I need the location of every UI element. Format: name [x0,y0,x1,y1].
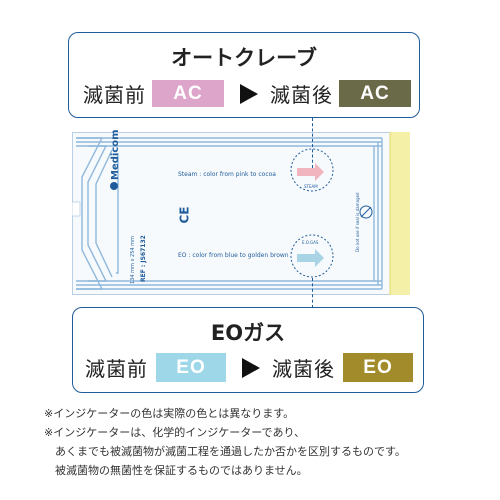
footnotes: ※インジケーターの色は実際の色とは異なります。 ※インジケーターは、化学的インジ… [44,404,406,480]
pouch-steam-tag: STEAM [304,184,318,189]
autoclave-title: オートクレーブ [171,46,317,70]
autoclave-before-chip: AC [152,80,224,107]
steam-indicator-mark [297,163,324,181]
pouch-size: 134 mm x 254 mm [130,236,136,284]
eo-gas-panel: EOガス 滅菌前 EO 滅菌後 EO [72,307,424,393]
eo-indicator-mark [297,249,324,267]
medicom-logo-icon [110,182,118,190]
eo-indicator-row: 滅菌前 EO 滅菌後 EO [85,353,413,382]
eo-before-label: 滅菌前 [85,357,148,381]
right-arrow-icon [240,83,258,104]
autoclave-before-label: 滅菌前 [83,83,146,107]
eo-after-label: 滅菌後 [272,357,335,381]
pouch-illustration [72,132,410,295]
pouch-eo-tag: E.O.GAS [302,240,319,245]
footnote-line: あくまでも被滅菌物が滅菌工程を通過したか否かを区別するものです。 [44,445,406,458]
pouch-brand: Medicom [110,110,121,190]
pouch-ce-mark: CE [177,206,192,224]
pouch-steam-text: Steam : color from pink to cocoa [178,171,276,178]
autoclave-after-label: 滅菌後 [270,83,333,107]
footnote-line: ※インジケーターの色は実際の色とは異なります。 [44,407,295,420]
pouch-warning: Do not use if seal is damaged [355,192,360,253]
connector-line-bottom [312,278,313,308]
eo-gas-title: EOガス [210,321,286,345]
pouch-ref: REF : JS67132 [140,235,147,282]
eo-after-chip: EO [343,353,413,382]
right-arrow-icon [242,357,260,378]
autoclave-panel: オートクレーブ 滅菌前 AC 滅菌後 AC [68,32,420,118]
connector-line-top [312,118,313,168]
eo-before-chip: EO [156,353,226,382]
do-not-reuse-icon [359,205,373,219]
autoclave-after-chip: AC [339,80,411,107]
footnote-line: 被滅菌物の無菌性を保証するものではありません。 [44,464,308,477]
autoclave-indicator-row: 滅菌前 AC 滅菌後 AC [83,79,411,108]
sterilization-pouch: Medicom CE 134 mm x 254 mm REF : JS67132… [72,129,410,295]
footnote-line: ※インジケーターは、化学的インジケーターであり、 [44,426,306,439]
pouch-eo-text: EO : color from blue to golden brown [178,252,289,259]
